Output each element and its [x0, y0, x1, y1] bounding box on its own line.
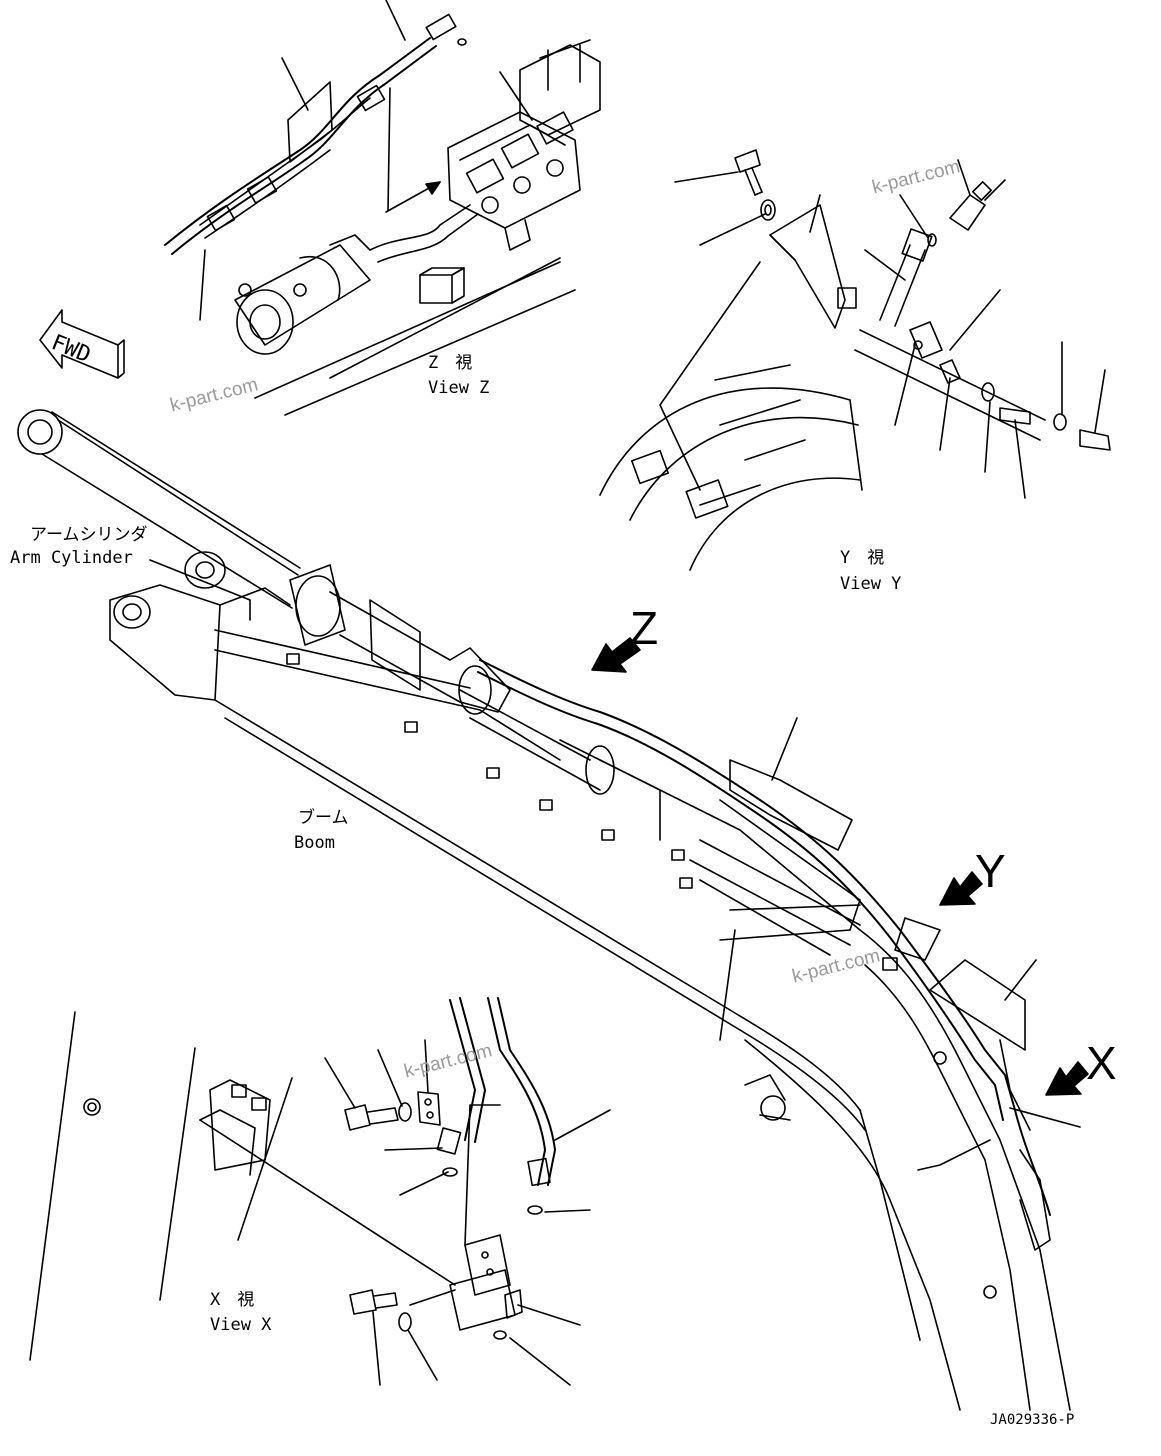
view-x-arrow-letter: X — [1086, 1037, 1117, 1089]
view-z-title-en: View Z — [428, 378, 490, 398]
boom — [109, 551, 1081, 1411]
boom-label-jp: ブーム — [298, 808, 349, 828]
arm-cylinder-label-en: Arm Cylinder — [10, 548, 133, 568]
view-y-arrow — [939, 871, 983, 906]
view-y-arrow-letter: Y — [975, 845, 1006, 897]
arm-cylinder — [17, 409, 661, 841]
fwd-arrow — [39, 309, 125, 379]
view-z-detail — [164, 0, 601, 416]
boom-label-en: Boom — [294, 833, 335, 853]
view-z-arrow — [591, 637, 641, 673]
view-x-title-jp: X 視 — [210, 1290, 255, 1310]
view-x-arrow — [1045, 1061, 1089, 1096]
view-x-detail — [29, 997, 611, 1386]
view-z-title-jp: Z 視 — [428, 353, 473, 373]
arm-cylinder-label-jp: アームシリンダ — [30, 525, 148, 545]
view-x-title-en: View X — [210, 1315, 272, 1335]
view-y-detail — [599, 149, 1111, 571]
view-y-title-en: View Y — [840, 574, 902, 594]
view-z-arrow-letter: Z — [630, 602, 659, 654]
view-y-title-jp: Y 視 — [840, 548, 885, 568]
drawing-code: JA029336-P — [990, 1412, 1075, 1428]
